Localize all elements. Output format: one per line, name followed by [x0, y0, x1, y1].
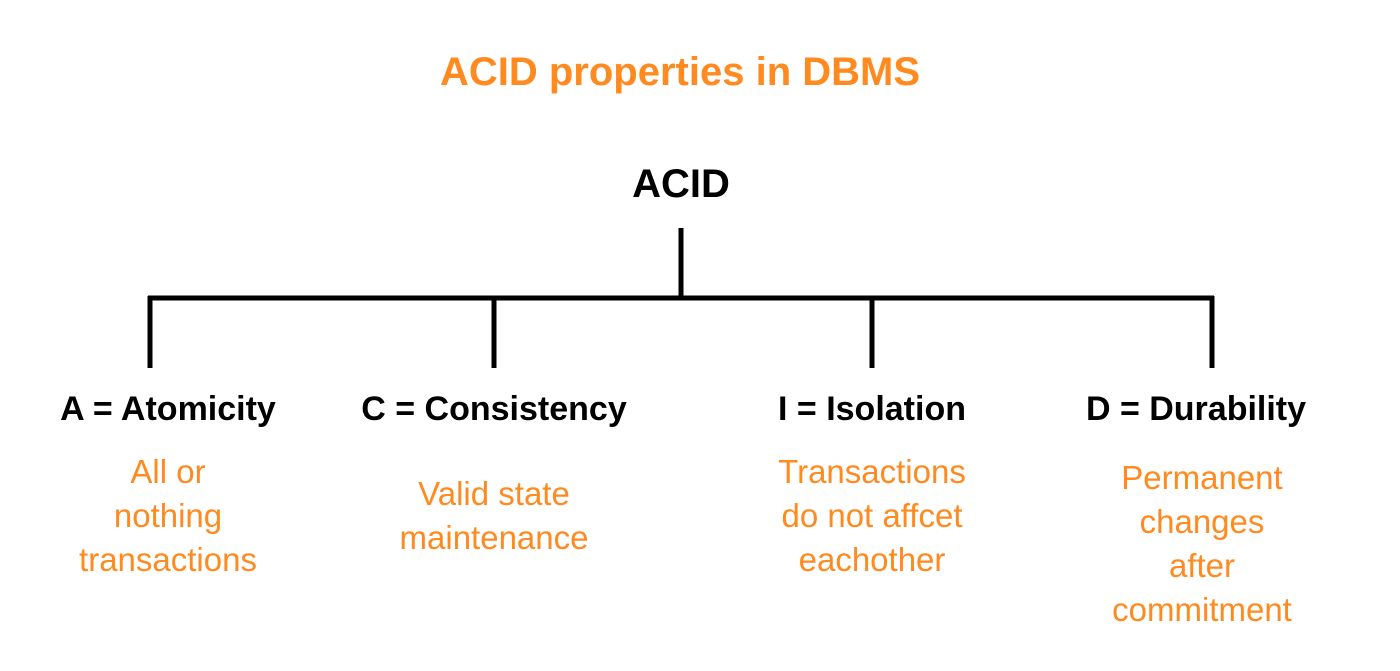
desc-line: transactions	[79, 541, 257, 578]
node-label-durability: D = Durability	[1085, 390, 1307, 428]
node-desc-durability: Permanent changes after commitment	[1052, 456, 1352, 632]
desc-line: eachother	[798, 541, 946, 578]
node-desc-isolation: Transactions do not affcet eachother	[722, 450, 1022, 582]
node-label-atomicity: A = Atomicity	[60, 390, 276, 428]
desc-line: Valid state	[418, 475, 570, 512]
desc-line: changes	[1139, 503, 1265, 540]
diagram-title: ACID properties in DBMS	[439, 50, 921, 94]
root-node-acid: ACID	[632, 162, 730, 206]
desc-line: All or	[130, 453, 206, 490]
desc-line: maintenance	[399, 519, 589, 556]
desc-line: nothing	[113, 497, 223, 534]
desc-line: do not affcet	[781, 497, 963, 534]
desc-line: Transactions	[778, 453, 966, 490]
desc-line: after	[1168, 547, 1236, 584]
node-desc-atomicity: All or nothing transactions	[18, 450, 318, 582]
desc-line: Permanent	[1121, 459, 1283, 496]
desc-line: commitment	[1112, 591, 1292, 628]
node-label-isolation: I = Isolation	[778, 390, 966, 428]
node-desc-consistency: Valid state maintenance	[344, 472, 644, 560]
node-label-consistency: C = Consistency	[361, 390, 627, 428]
